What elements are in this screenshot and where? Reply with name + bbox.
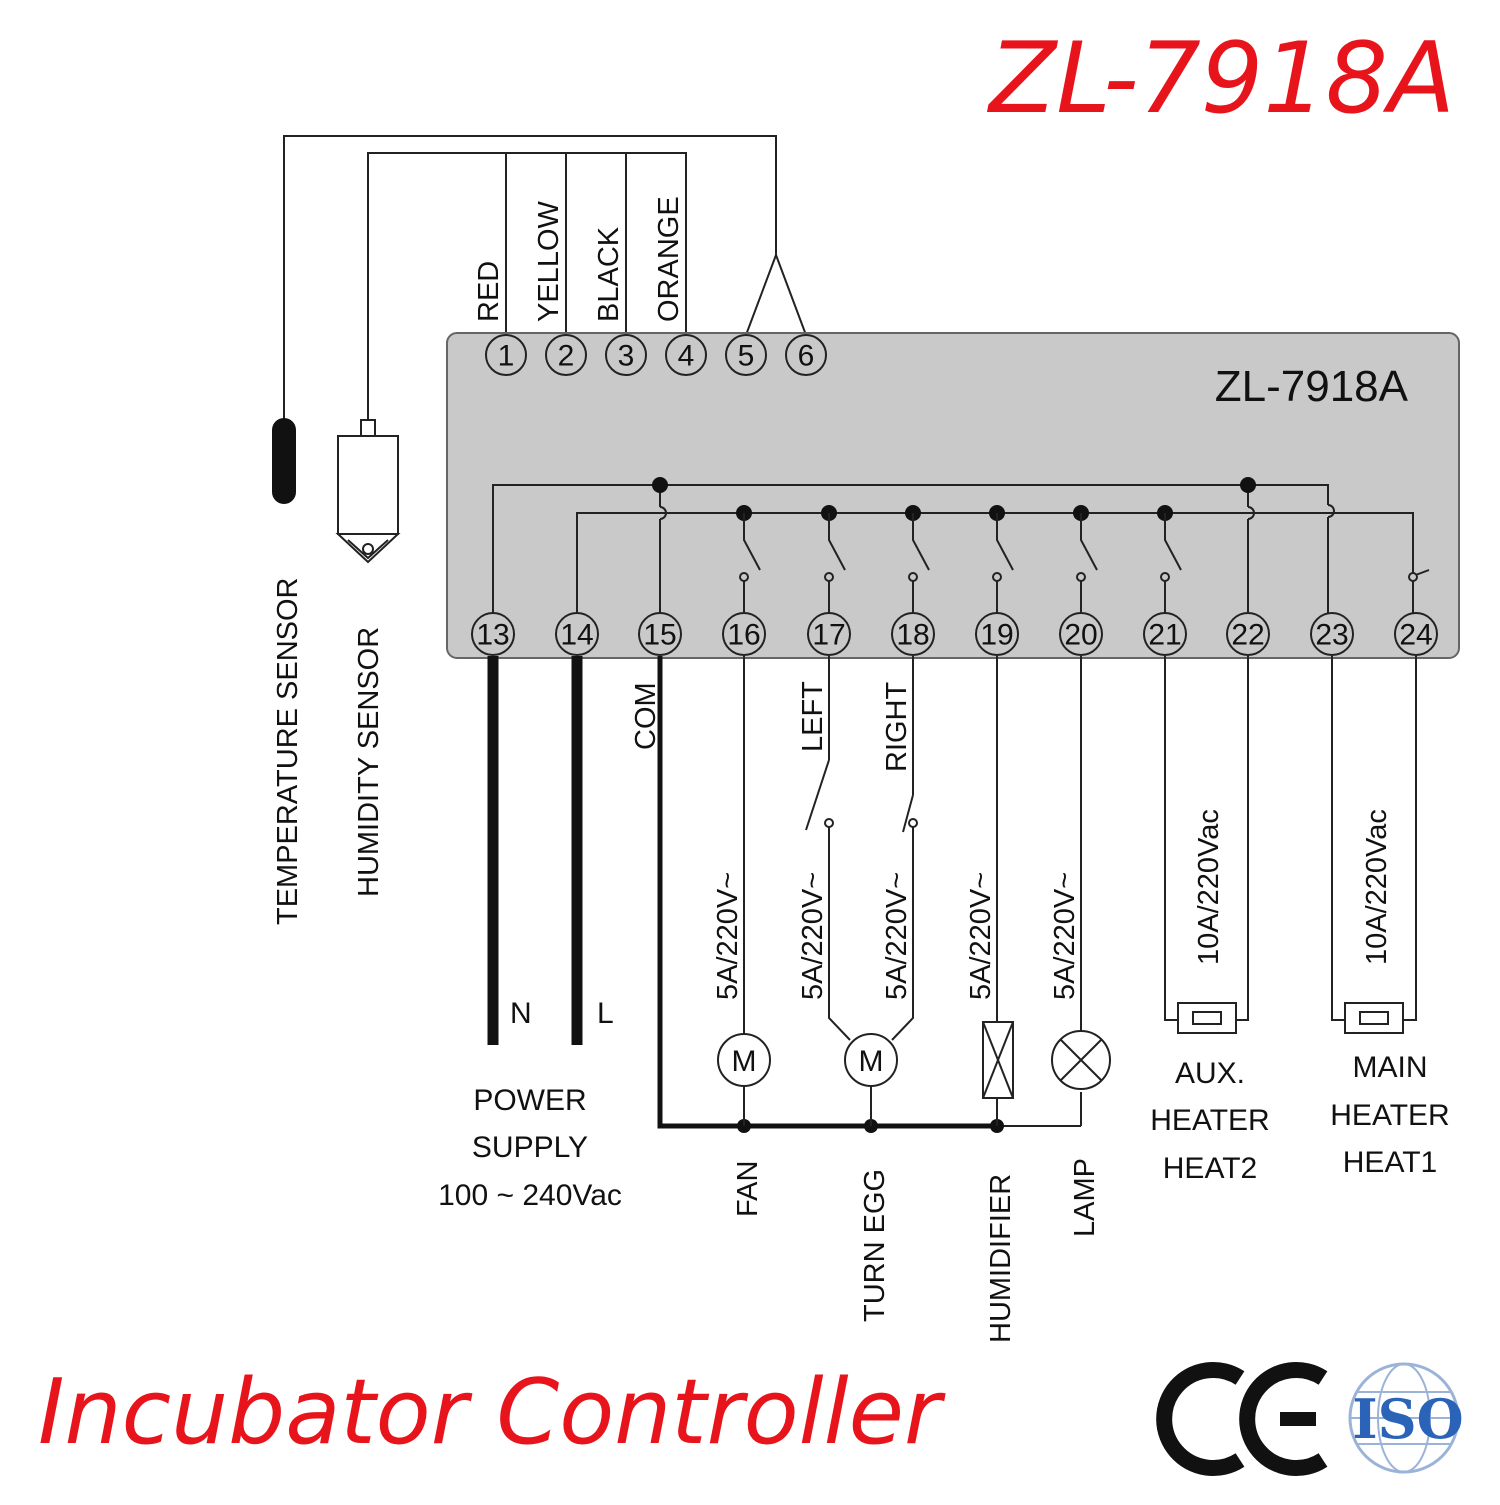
top-terminal: [545, 334, 587, 376]
diagram-title: ZL-7918A: [986, 22, 1455, 136]
neutral-label: N: [510, 997, 532, 1030]
fan-label: FAN: [732, 1161, 764, 1217]
top-terminals: 1 2 3 4 5 6: [485, 334, 827, 376]
wire-label-orange: ORANGE: [653, 196, 685, 322]
fan-rating: 5A/220V~: [712, 872, 744, 1000]
power-supply-line3: 100 ~ 240Vac: [438, 1179, 622, 1212]
bottom-terminal: [1310, 612, 1354, 656]
top-terminal-number: 5: [738, 340, 755, 373]
top-terminal: [725, 334, 767, 376]
bottom-terminal-number: 21: [1148, 619, 1181, 652]
top-terminal-number: 2: [558, 340, 575, 373]
top-terminal-number: 1: [498, 340, 515, 373]
aux-heater-element-icon: [1177, 1002, 1237, 1034]
aux-heater-line1: AUX.: [1175, 1057, 1245, 1090]
fan-motor-icon: M: [717, 1033, 771, 1087]
aux-heater-line2: HEATER: [1150, 1104, 1269, 1137]
controller-panel: [446, 332, 1460, 659]
main-heater-line1: MAIN: [1353, 1051, 1428, 1084]
iso-logo-icon: ISO: [1348, 1362, 1464, 1474]
top-terminal: [605, 334, 647, 376]
bottom-terminal-number: 23: [1315, 619, 1348, 652]
bottom-terminal-number: 14: [560, 619, 593, 652]
left-rating: 5A/220V~: [797, 872, 829, 1000]
bottom-terminal: [975, 612, 1019, 656]
aux-heater-rating: 10A/220Vac: [1193, 809, 1225, 965]
top-terminal: [665, 334, 707, 376]
top-terminal: [785, 334, 827, 376]
main-heater-element-icon: [1344, 1002, 1404, 1034]
controller-model: ZL-7918A: [1215, 362, 1409, 411]
power-supply-line2: SUPPLY: [472, 1131, 588, 1164]
bottom-terminal: [555, 612, 599, 656]
humidifier-label: HUMIDIFIER: [985, 1174, 1017, 1343]
power-wires: [487, 656, 583, 1045]
bottom-terminal-number: 20: [1064, 619, 1097, 652]
bottom-terminal-number: 24: [1399, 619, 1432, 652]
temperature-sensor-icon: [272, 418, 296, 504]
bottom-terminal: [722, 612, 766, 656]
fan-motor-symbol: M: [732, 1045, 757, 1078]
top-terminal-number: 3: [618, 340, 635, 373]
bottom-terminal-number: 19: [980, 619, 1013, 652]
top-terminal: [485, 334, 527, 376]
humidity-sensor-icon: [335, 419, 401, 564]
wire-label-red: RED: [473, 261, 505, 322]
relay-contacts: [739, 513, 1430, 615]
bottom-terminal: [1143, 612, 1187, 656]
main-heater-line2: HEATER: [1330, 1099, 1449, 1132]
top-terminal-number: 4: [678, 340, 695, 373]
lamp-rating: 5A/220V~: [1049, 872, 1081, 1000]
footer-title: Incubator Controller: [38, 1360, 946, 1465]
bottom-terminal: [638, 612, 682, 656]
bottom-terminal-number: 22: [1231, 619, 1264, 652]
bottom-terminal: [471, 612, 515, 656]
sensor-wires: [283, 135, 807, 420]
aux-heater-line3: HEAT2: [1163, 1152, 1257, 1185]
left-label: LEFT: [797, 681, 829, 752]
temperature-sensor-label: TEMPERATURE SENSOR: [272, 577, 304, 925]
com-wire: [657, 656, 1000, 1129]
iso-label: ISO: [1352, 1387, 1463, 1451]
wire-label-black: BLACK: [593, 226, 625, 322]
line-label: L: [597, 997, 614, 1030]
bottom-terminal-number: 13: [476, 619, 509, 652]
right-label: RIGHT: [881, 682, 913, 773]
lamp-label: LAMP: [1069, 1158, 1101, 1237]
bottom-terminal-number: 18: [896, 619, 929, 652]
main-heater-rating: 10A/220Vac: [1361, 809, 1393, 965]
bottom-terminal: [891, 612, 935, 656]
humidifier-valve-icon: [982, 1021, 1014, 1099]
com-label: COM: [630, 682, 662, 750]
turn-egg-label: TURN EGG: [859, 1169, 891, 1322]
ce-mark-icon: [1156, 1362, 1328, 1476]
top-terminal-number: 6: [798, 340, 815, 373]
turn-egg-motor-icon: M: [844, 1033, 898, 1087]
internal-bus: [492, 477, 1414, 615]
main-heater-line3: HEAT1: [1343, 1146, 1437, 1179]
wire-label-yellow: YELLOW: [533, 201, 565, 322]
bottom-terminal: [1226, 612, 1270, 656]
bottom-terminal-number: 16: [727, 619, 760, 652]
bottom-terminal: [1394, 612, 1438, 656]
humidifier-rating: 5A/220V~: [965, 872, 997, 1000]
right-rating: 5A/220V~: [881, 872, 913, 1000]
bottom-terminal-number: 17: [812, 619, 845, 652]
humidity-sensor-label: HUMIDITY SENSOR: [353, 627, 385, 897]
bottom-terminal-number: 15: [643, 619, 676, 652]
bottom-terminal: [807, 612, 851, 656]
lamp-icon: [1051, 1030, 1111, 1090]
power-supply-line1: POWER: [473, 1084, 586, 1117]
bottom-terminal: [1059, 612, 1103, 656]
turn-egg-motor-symbol: M: [859, 1045, 884, 1078]
bottom-terminals: 13 14 15 16 17 18 19 20 21 22 23 24: [471, 612, 1438, 656]
